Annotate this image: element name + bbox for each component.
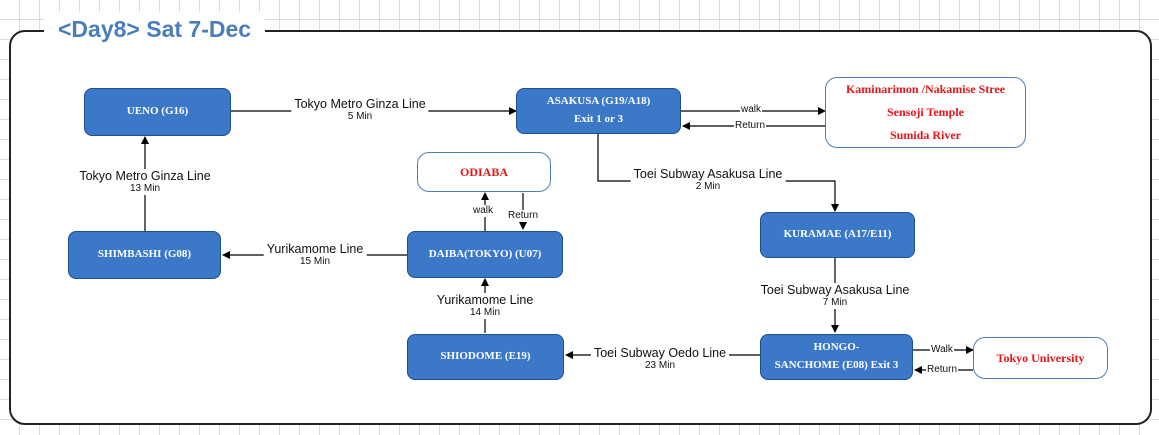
label-hongo-shiodome: Toei Subway Oedo Line 23 Min [590, 346, 730, 372]
label-asakusa-walk: walk [740, 104, 763, 116]
label-daiba-walk: walk [472, 205, 495, 217]
label-daiba-return: Return [507, 210, 540, 222]
station-asakusa: ASAKUSA (G19/A18) Exit 1 or 3 [516, 88, 681, 134]
destination-odiaba: ODIABA [417, 152, 551, 192]
label-kuramae-hongo: Toei Subway Asakusa Line 7 Min [757, 283, 913, 309]
station-asakusa-name: ASAKUSA (G19/A18) [546, 95, 651, 108]
label-hongo-return: Return [926, 364, 959, 376]
label-hongo-walk: Walk [930, 344, 954, 356]
destination-tokyo-university: Tokyo University [973, 337, 1108, 379]
label-shimbashi-ueno: Tokyo Metro Ginza Line 13 Min [76, 169, 214, 195]
station-asakusa-exit: Exit 1 or 3 [574, 113, 623, 125]
label-asakusa-kuramae: Toei Subway Asakusa Line 2 Min [630, 167, 786, 193]
label-daiba-shimbashi: Yurikamome Line 15 Min [263, 242, 367, 268]
station-ueno: UENO (G16) [84, 88, 231, 136]
label-shiodome-daiba: Yurikamome Line 14 Min [433, 293, 537, 319]
label-asakusa-return: Return [734, 120, 767, 132]
page-title: <Day8> Sat 7-Dec [44, 12, 266, 46]
station-kuramae: KURAMAE (A17/E11) [760, 212, 915, 258]
station-shiodome: SHIODOME (E19) [407, 334, 564, 380]
station-daiba: DAIBA(TOKYO) (U07) [407, 231, 563, 278]
station-shimbashi: SHIMBASHI (G08) [68, 231, 221, 279]
station-hongo-sanchome: HONGO- SANCHOME (E08) Exit 3 [760, 334, 913, 380]
destination-asakusa-sights: Kaminarimon /Nakamise Stree Sensoji Temp… [825, 77, 1026, 148]
label-ueno-asakusa: Tokyo Metro Ginza Line 5 Min [291, 97, 429, 123]
